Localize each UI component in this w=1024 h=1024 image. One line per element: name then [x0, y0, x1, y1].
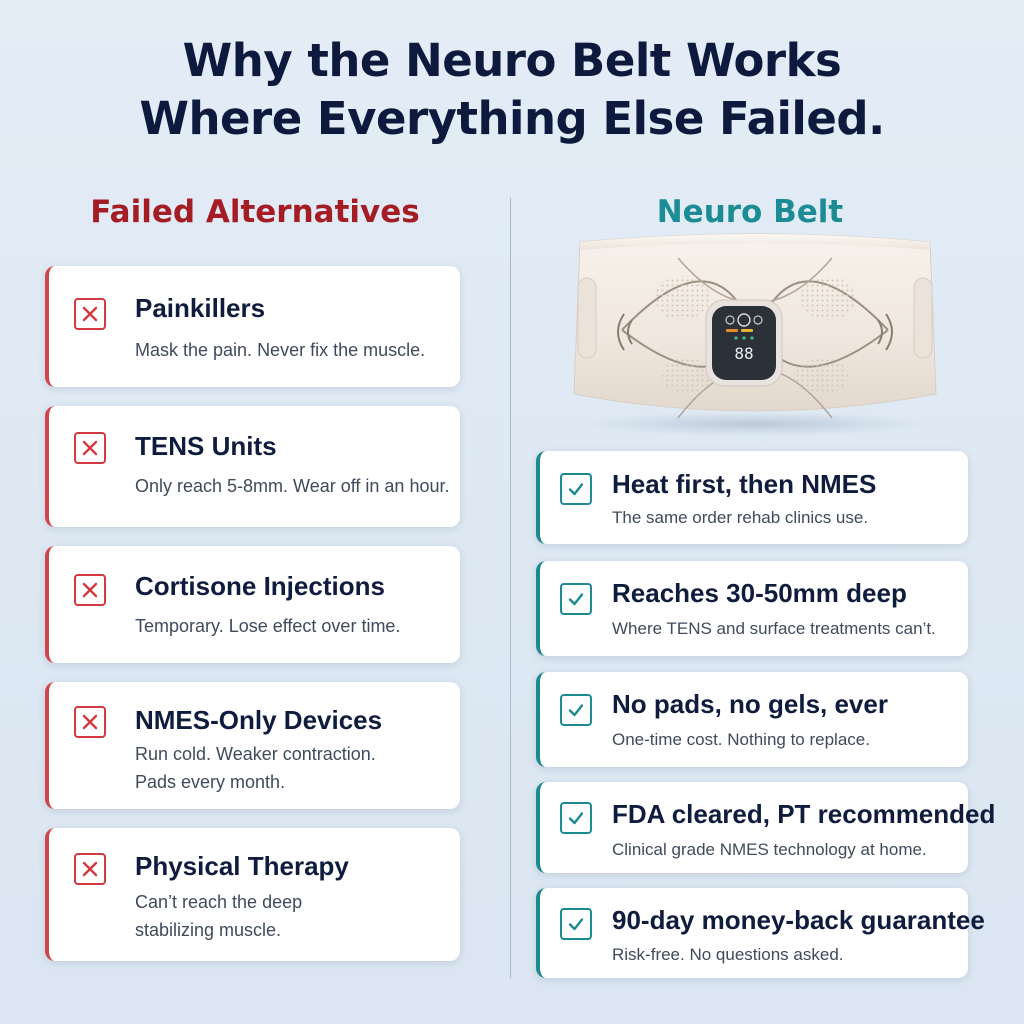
benefit-card-fda-cleared: FDA cleared, PT recommended Clinical gra…: [536, 782, 995, 873]
failed-card-desc: Run cold. Weaker contraction.: [135, 744, 376, 764]
check-mark-icon: [560, 694, 592, 726]
benefit-card-desc: One-time cost. Nothing to replace.: [612, 730, 870, 749]
x-mark-icon: [74, 853, 106, 885]
failed-card-title: Physical Therapy: [135, 851, 349, 881]
failed-card-desc: Mask the pain. Never fix the muscle.: [135, 340, 426, 360]
failed-alternatives-heading: Failed Alternatives: [90, 194, 420, 230]
check-mark-icon: [560, 802, 592, 834]
failed-card-title: TENS Units: [135, 431, 277, 461]
failed-card-desc: Only reach 5-8mm. Wear off in an hour.: [135, 476, 450, 496]
failed-card-desc: Can’t reach the deep: [135, 892, 303, 912]
failed-card-desc: stabilizing muscle.: [135, 920, 282, 940]
benefit-card-desc: The same order rehab clinics use.: [612, 508, 869, 527]
benefit-card-title: Heat first, then NMES: [612, 469, 877, 499]
column-divider: [510, 198, 511, 978]
benefit-card-title: FDA cleared, PT recommended: [612, 799, 996, 829]
benefit-card-no-pads: No pads, no gels, ever One-time cost. No…: [536, 672, 968, 767]
failed-card-title: Painkillers: [135, 293, 266, 323]
benefit-card-money-back: 90-day money-back guarantee Risk-free. N…: [536, 888, 985, 978]
title-line-1: Why the Neuro Belt Works: [182, 34, 842, 87]
benefit-card-desc: Risk-free. No questions asked.: [612, 945, 844, 964]
title-line-2: Where Everything Else Failed.: [139, 92, 885, 145]
check-mark-icon: [560, 473, 592, 505]
x-mark-icon: [74, 706, 106, 738]
x-mark-icon: [74, 298, 106, 330]
check-mark-icon: [560, 908, 592, 940]
failed-card-tens-units: TENS Units Only reach 5-8mm. Wear off in…: [45, 406, 460, 527]
benefit-card-title: 90-day money-back guarantee: [612, 905, 985, 935]
belt-display-readout: 88: [734, 344, 753, 363]
belt-illustration: 88: [573, 233, 937, 436]
failed-card-painkillers: Painkillers Mask the pain. Never fix the…: [45, 266, 460, 387]
neuro-belt-heading: Neuro Belt: [656, 194, 844, 230]
failed-card-title: Cortisone Injections: [135, 571, 385, 601]
x-mark-icon: [74, 432, 106, 464]
benefit-card-desc: Clinical grade NMES technology at home.: [612, 840, 927, 859]
x-mark-icon: [74, 574, 106, 606]
failed-card-desc: Temporary. Lose effect over time.: [135, 616, 401, 636]
failed-card-physical-therapy: Physical Therapy Can’t reach the deep st…: [45, 828, 460, 961]
benefit-card-reaches-deep: Reaches 30-50mm deep Where TENS and surf…: [536, 561, 968, 656]
check-mark-icon: [560, 583, 592, 615]
benefit-card-title: Reaches 30-50mm deep: [612, 578, 907, 608]
failed-card-desc: Pads every month.: [135, 772, 286, 792]
benefit-card-desc: Where TENS and surface treatments can’t.: [612, 619, 936, 638]
benefit-card-heat-first: Heat first, then NMES The same order reh…: [536, 451, 968, 544]
neuro-belt-product-image: 88: [560, 228, 950, 438]
failed-card-nmes-only-devices: NMES-Only Devices Run cold. Weaker contr…: [45, 682, 460, 809]
failed-card-title: NMES-Only Devices: [135, 705, 383, 735]
benefit-card-title: No pads, no gels, ever: [612, 689, 888, 719]
failed-card-cortisone-injections: Cortisone Injections Temporary. Lose eff…: [45, 546, 460, 663]
page-title: Why the Neuro Belt Works Where Everythin…: [0, 32, 1024, 148]
